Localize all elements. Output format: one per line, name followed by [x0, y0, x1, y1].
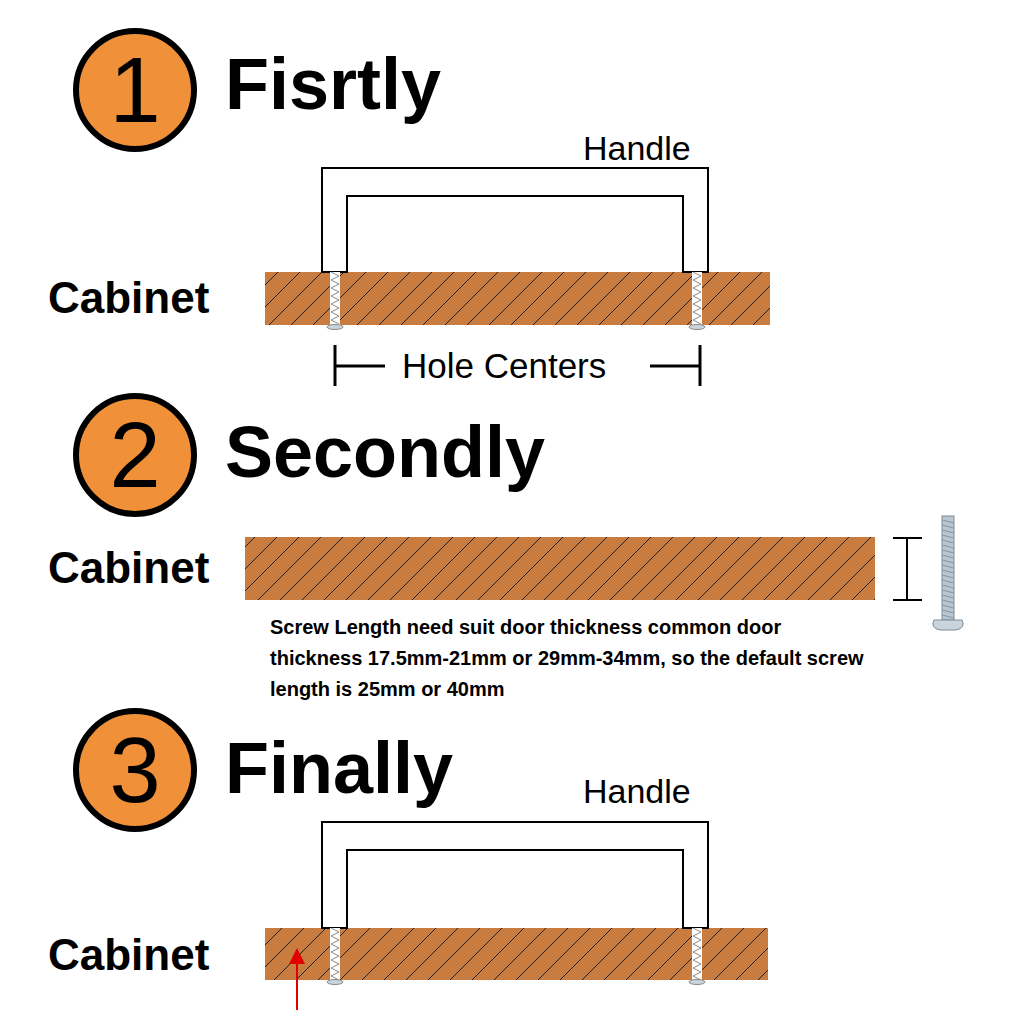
step-number: 2 [109, 409, 160, 501]
bolt-thread [942, 580, 954, 583]
step-circle: 3 [73, 708, 197, 832]
step-number: 3 [109, 724, 160, 816]
bolt-thread [942, 560, 954, 563]
cabinet-board [265, 928, 768, 980]
note-text: Screw Length need suit door thickness co… [270, 612, 870, 705]
part-name: Cabinet [48, 276, 209, 320]
screw-head [689, 325, 705, 330]
dimension-label: Hole Centers [402, 348, 606, 383]
screw-thread [331, 272, 339, 324]
step-heading: Fisrtly [225, 48, 441, 120]
screw-pair [327, 928, 705, 985]
screw-shank [330, 272, 340, 325]
screw-thread [331, 928, 339, 980]
machine-screw [933, 516, 963, 630]
bolt-thread [942, 590, 954, 593]
screw-head [327, 325, 343, 330]
bolt-thread [942, 570, 954, 573]
screw-thread [693, 928, 701, 980]
dimension-line [335, 345, 700, 386]
step-number: 1 [109, 44, 160, 136]
bolt-thread [942, 605, 954, 608]
bolt-thread [942, 575, 954, 578]
bolt-thread [942, 520, 954, 523]
cabinet-board [245, 537, 875, 600]
bolt-thread [942, 530, 954, 533]
bolt-thread [942, 545, 954, 548]
bolt-thread [942, 600, 954, 603]
handle-outline [322, 168, 708, 272]
part-name: Cabinet [48, 933, 209, 977]
bolt-thread [942, 610, 954, 613]
screw-head [327, 980, 343, 985]
screw-head [689, 980, 705, 985]
thickness-bracket [893, 538, 922, 600]
bolt-thread [942, 550, 954, 553]
bolt-thread [942, 585, 954, 588]
step-circle: 1 [73, 28, 197, 152]
part-name: Handle [583, 131, 691, 165]
cabinet-board [265, 272, 770, 325]
screw-shank [692, 272, 702, 325]
bolt-thread [942, 535, 954, 538]
screw-shank [692, 928, 702, 980]
bolt-thread [942, 595, 954, 598]
step-heading: Secondly [225, 416, 545, 488]
step-circle: 2 [73, 393, 197, 517]
pointer-arrow [296, 956, 298, 1010]
bolt-thread [942, 525, 954, 528]
handle-outline [322, 822, 708, 928]
screw-shank [330, 928, 340, 980]
bolt-thread [942, 555, 954, 558]
step-heading: Finally [225, 732, 453, 804]
bolt-thread [942, 615, 954, 618]
bolt-thread [942, 540, 954, 543]
screw-pair [327, 272, 705, 330]
part-name: Handle [583, 774, 691, 808]
screw-thread [693, 272, 701, 324]
part-name: Cabinet [48, 546, 209, 590]
bolt-thread [942, 565, 954, 568]
